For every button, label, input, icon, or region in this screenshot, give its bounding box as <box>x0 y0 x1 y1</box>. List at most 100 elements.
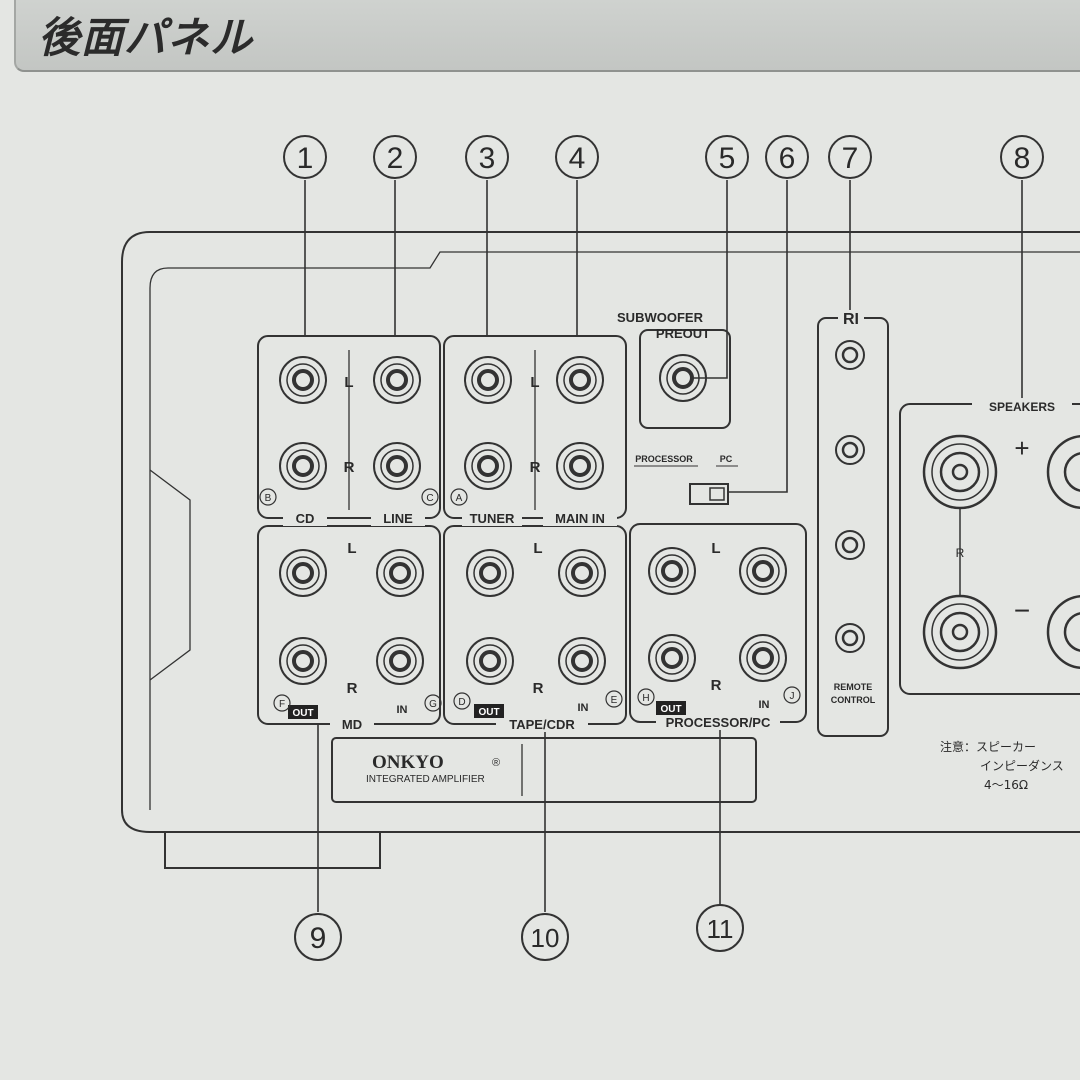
callout-6: 6 <box>779 142 796 175</box>
switch-label-pc: PC <box>720 454 733 464</box>
speaker-minus-label: − <box>1014 595 1030 626</box>
subwoofer-preout-jack[interactable] <box>659 354 707 402</box>
processor-out-r-jack[interactable] <box>648 634 696 682</box>
tape-out-badge <box>474 704 504 718</box>
speaker-l-plus-terminal[interactable] <box>1046 434 1080 510</box>
tape-in-l-jack[interactable] <box>558 549 606 597</box>
label-subwoofer: SUBWOOFER <box>617 310 704 325</box>
chassis-foot <box>164 832 381 869</box>
letter-h: H <box>642 693 649 704</box>
letter-f: F <box>279 699 285 710</box>
letter-d: D <box>458 697 465 708</box>
chassis-side-bevel <box>149 469 191 681</box>
tape-out-tag: OUT <box>478 707 499 718</box>
rca-jacks <box>279 340 1080 685</box>
tuner-l-jack[interactable] <box>464 356 512 404</box>
label-r-md: R <box>347 680 358 697</box>
md-out-badge <box>288 705 318 719</box>
processor-in-r-jack[interactable] <box>739 634 787 682</box>
md-out-l-jack[interactable] <box>279 549 327 597</box>
speaker-l-minus-terminal[interactable] <box>1046 594 1080 670</box>
callout-5: 5 <box>719 142 736 175</box>
section-header: 後面パネル <box>14 0 1080 72</box>
processor-pc-switch[interactable] <box>689 483 729 505</box>
tuner-r-jack[interactable] <box>464 442 512 490</box>
label-r-tape: R <box>533 680 544 697</box>
tuner-main-panel <box>443 335 627 519</box>
subwoofer-panel <box>639 329 731 429</box>
label-main-in: MAIN IN <box>555 511 605 526</box>
callout-10: 10 <box>531 923 560 953</box>
md-out-r-jack[interactable] <box>279 637 327 685</box>
remote-jack-4[interactable] <box>835 623 865 653</box>
section-title: 後面パネル <box>38 13 254 62</box>
label-l-cd-line: L <box>344 374 353 391</box>
label-l-md: L <box>347 540 356 557</box>
callout-4: 4 <box>569 142 586 175</box>
letter-c: C <box>426 493 433 504</box>
note-line-1: 注意：スピーカー <box>940 740 1037 754</box>
callout-11: 11 <box>707 914 734 944</box>
main-in-l-jack[interactable] <box>556 356 604 404</box>
letter-a: A <box>456 493 463 504</box>
label-l-tuner-main: L <box>530 374 539 391</box>
processor-in-tag: IN <box>759 699 770 711</box>
speaker-plus-label: + <box>1014 433 1029 463</box>
brand-plate <box>331 737 757 803</box>
label-control: CONTROL <box>831 695 876 705</box>
processor-out-badge <box>656 701 686 715</box>
label-line: LINE <box>383 511 413 526</box>
speaker-r-plus-terminal[interactable] <box>922 434 998 510</box>
label-r-cd-line: R <box>344 459 355 476</box>
line-l-jack[interactable] <box>373 356 421 404</box>
callout-9: 9 <box>310 922 327 955</box>
chassis-outline <box>121 231 1080 833</box>
label-md: MD <box>342 717 362 732</box>
label-r-speakers: R <box>956 546 965 560</box>
label-l-processor: L <box>711 540 720 557</box>
letter-e: E <box>611 695 618 706</box>
label-remote: REMOTE <box>834 682 873 692</box>
main-in-r-jack[interactable] <box>556 442 604 490</box>
remote-panel <box>817 317 889 737</box>
tape-in-r-jack[interactable] <box>558 637 606 685</box>
processor-in-l-jack[interactable] <box>739 547 787 595</box>
md-in-l-jack[interactable] <box>376 549 424 597</box>
cd-l-jack[interactable] <box>279 356 327 404</box>
cd-r-jack[interactable] <box>279 442 327 490</box>
brand-model: INTEGRATED AMPLIFIER <box>366 774 485 785</box>
speaker-r-minus-terminal[interactable] <box>922 594 998 670</box>
label-preout: PREOUT <box>656 326 710 341</box>
tape-out-l-jack[interactable] <box>466 549 514 597</box>
md-in-r-jack[interactable] <box>376 637 424 685</box>
note-line-3: 4〜16Ω <box>984 778 1029 792</box>
remote-jack-1[interactable] <box>835 340 865 370</box>
impedance-note: 注意：スピーカー インピーダンス 4〜16Ω <box>940 738 1064 795</box>
brand-name: ONKYO <box>372 752 444 773</box>
md-out-tag: OUT <box>292 708 313 719</box>
callout-7: 7 <box>842 142 859 175</box>
label-processor-pc: PROCESSOR/PC <box>666 715 771 730</box>
label-cd: CD <box>296 511 315 526</box>
callout-2: 2 <box>387 142 404 175</box>
tape-out-r-jack[interactable] <box>466 637 514 685</box>
tape-in-tag: IN <box>578 702 589 714</box>
letter-j: J <box>790 691 795 702</box>
line-r-jack[interactable] <box>373 442 421 490</box>
cd-line-panel <box>257 335 441 519</box>
label-tuner: TUNER <box>470 511 515 526</box>
remote-jack-3[interactable] <box>835 530 865 560</box>
letter-g: G <box>429 699 437 710</box>
md-in-tag: IN <box>397 704 408 716</box>
callout-8: 8 <box>1014 142 1031 175</box>
chassis-inner-edge <box>149 251 1080 810</box>
letter-b: B <box>265 493 272 504</box>
processor-out-l-jack[interactable] <box>648 547 696 595</box>
remote-jack-2[interactable] <box>835 435 865 465</box>
label-r-tuner-main: R <box>530 459 541 476</box>
brand-registered: ® <box>492 757 500 769</box>
callout-3: 3 <box>479 142 496 175</box>
switch-label-processor: PROCESSOR <box>635 454 693 464</box>
processor-out-tag: OUT <box>660 704 681 715</box>
